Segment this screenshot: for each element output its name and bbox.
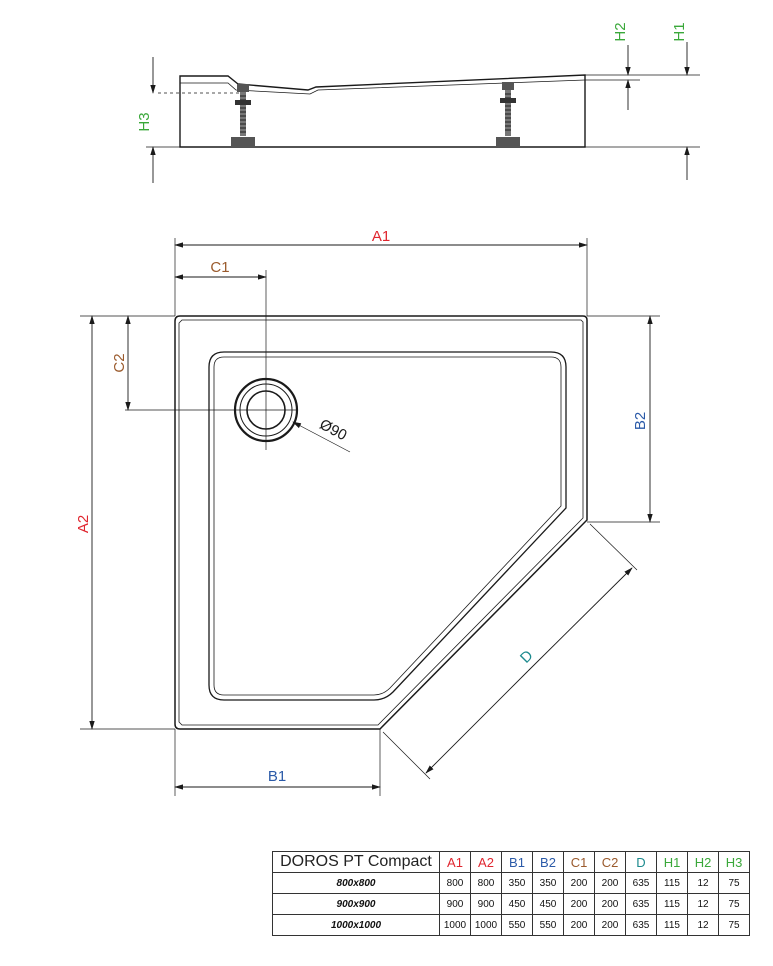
table-cell: 75 [718,872,750,894]
table-cell: 200 [594,893,626,915]
col-c2: C2 [594,851,626,873]
side-view: H3 H2 H1 [136,22,700,183]
label-h3: H3 [136,112,153,131]
label-b1: B1 [268,768,286,785]
col-h1: H1 [656,851,688,873]
table-body: 800x800 800 800 350 350 200 200 635 115 … [272,872,750,936]
adjustable-leg-left [231,84,255,147]
table-cell: 635 [625,914,657,936]
table-cell: 800 [470,872,502,894]
label-drain-diameter: Ø90 [317,416,350,444]
table-cell: 635 [625,893,657,915]
top-view: Ø90 A1 C1 A2 C2 B2 [75,228,660,796]
table-cell: 12 [687,893,719,915]
label-b2: B2 [632,412,649,430]
col-h2: H2 [687,851,719,873]
technical-drawing: H3 H2 H1 Ø90 [75,22,700,796]
dimensions-table: DOROS PT Compact A1 A2 B1 B2 C1 C2 D H1 … [272,851,750,936]
adjustable-leg-right [496,82,520,147]
table-cell: 900 [439,893,471,915]
table-header-row: DOROS PT Compact A1 A2 B1 B2 C1 C2 D H1 … [272,851,750,873]
table-model-cell: 1000x1000 [272,914,440,936]
col-h3: H3 [718,851,750,873]
table-cell: 450 [501,893,533,915]
table-cell: 350 [532,872,564,894]
table-cell: 200 [563,872,595,894]
label-a1: A1 [372,228,390,245]
table-cell: 12 [687,914,719,936]
label-c1: C1 [210,259,229,276]
col-d: D [625,851,657,873]
table-cell: 450 [532,893,564,915]
table-cell: 200 [594,914,626,936]
table-cell: 550 [532,914,564,936]
table-cell: 200 [563,914,595,936]
table-cell: 1000 [439,914,471,936]
label-h1: H1 [671,22,688,41]
col-a1: A1 [439,851,471,873]
table-cell: 900 [470,893,502,915]
table-cell: 350 [501,872,533,894]
table-model-cell: 900x900 [272,893,440,915]
table-row: 1000x1000 1000 1000 550 550 200 200 635 … [272,914,750,936]
col-b1: B1 [501,851,533,873]
table-cell: 115 [656,914,688,936]
table-cell: 12 [687,872,719,894]
label-c2: C2 [111,353,128,372]
table-cell: 75 [718,914,750,936]
label-h2: H2 [612,22,629,41]
table-title: DOROS PT Compact [272,851,440,873]
table-cell: 115 [656,872,688,894]
drain: Ø90 [233,377,351,453]
table-model-cell: 800x800 [272,872,440,894]
table-cell: 200 [563,893,595,915]
table-row: 900x900 900 900 450 450 200 200 635 115 … [272,893,750,915]
table-cell: 115 [656,893,688,915]
table-cell: 635 [625,872,657,894]
table-cell: 1000 [470,914,502,936]
table-cell: 550 [501,914,533,936]
table-row: 800x800 800 800 350 350 200 200 635 115 … [272,872,750,894]
col-c1: C1 [563,851,595,873]
label-a2: A2 [75,515,92,533]
col-b2: B2 [532,851,564,873]
table-cell: 200 [594,872,626,894]
table-cell: 800 [439,872,471,894]
table-cell: 75 [718,893,750,915]
col-a2: A2 [470,851,502,873]
label-d: D [517,647,537,667]
